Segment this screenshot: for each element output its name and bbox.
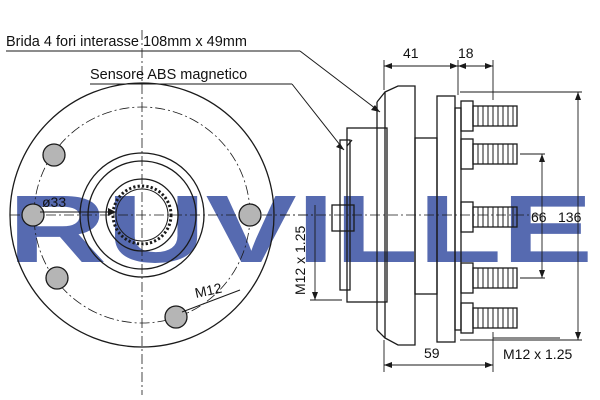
bearing-housing — [346, 127, 388, 303]
flange-callout-leader — [299, 50, 381, 113]
hub-bore — [105, 178, 179, 252]
flange-outline — [9, 82, 275, 348]
spline-teeth — [111, 184, 173, 246]
dim-136-label: 136 — [558, 209, 582, 225]
bolt-hole — [21, 203, 45, 227]
bolt-hole — [45, 266, 69, 290]
dim-18-label: 18 — [458, 45, 474, 61]
stud-thread-label: M12 — [193, 280, 223, 301]
front-view — [9, 30, 315, 395]
stud-thread-leader — [181, 289, 241, 313]
stud-threads — [477, 106, 514, 328]
bolt-hole — [164, 305, 188, 329]
wheel-stud — [472, 307, 518, 329]
bore-diameter-arrow — [108, 208, 116, 216]
bore-diameter-label: ø33 — [42, 194, 66, 210]
abs-sensor-callout-leader — [291, 83, 345, 151]
wheel-stud — [472, 267, 518, 289]
wheel-stud-base — [460, 100, 474, 132]
wheel-stud-base — [460, 302, 474, 334]
stud-thread-spec-label: M12 x 1.25 — [503, 346, 572, 362]
dim-59-label: 59 — [424, 345, 440, 361]
abs-sensor-ring — [339, 139, 351, 291]
hub-outer-ring — [79, 152, 205, 278]
spline-inner — [115, 188, 169, 242]
side-view — [280, 85, 540, 346]
abs-ring-step — [331, 204, 355, 232]
dim-66-label: 66 — [531, 209, 547, 225]
bolt-hole — [238, 203, 262, 227]
dim-41-label: 41 — [403, 45, 419, 61]
abs-sensor-callout: Sensore ABS magnetico — [90, 67, 247, 83]
hub-middle-ring — [87, 160, 197, 270]
wheel-stud — [472, 105, 518, 127]
bolt-hole — [42, 143, 66, 167]
wheel-stud — [472, 206, 518, 228]
wheel-stud-base — [460, 138, 474, 170]
wheel-stud — [472, 143, 518, 165]
dimension-lines — [310, 60, 582, 372]
bolt-holes — [21, 143, 262, 329]
flange-callout: Brida 4 fori interasse 108mm x 49mm — [6, 34, 247, 50]
dimension-arrows — [312, 63, 581, 368]
inner-thread-label: M12 x 1.25 — [292, 226, 308, 295]
